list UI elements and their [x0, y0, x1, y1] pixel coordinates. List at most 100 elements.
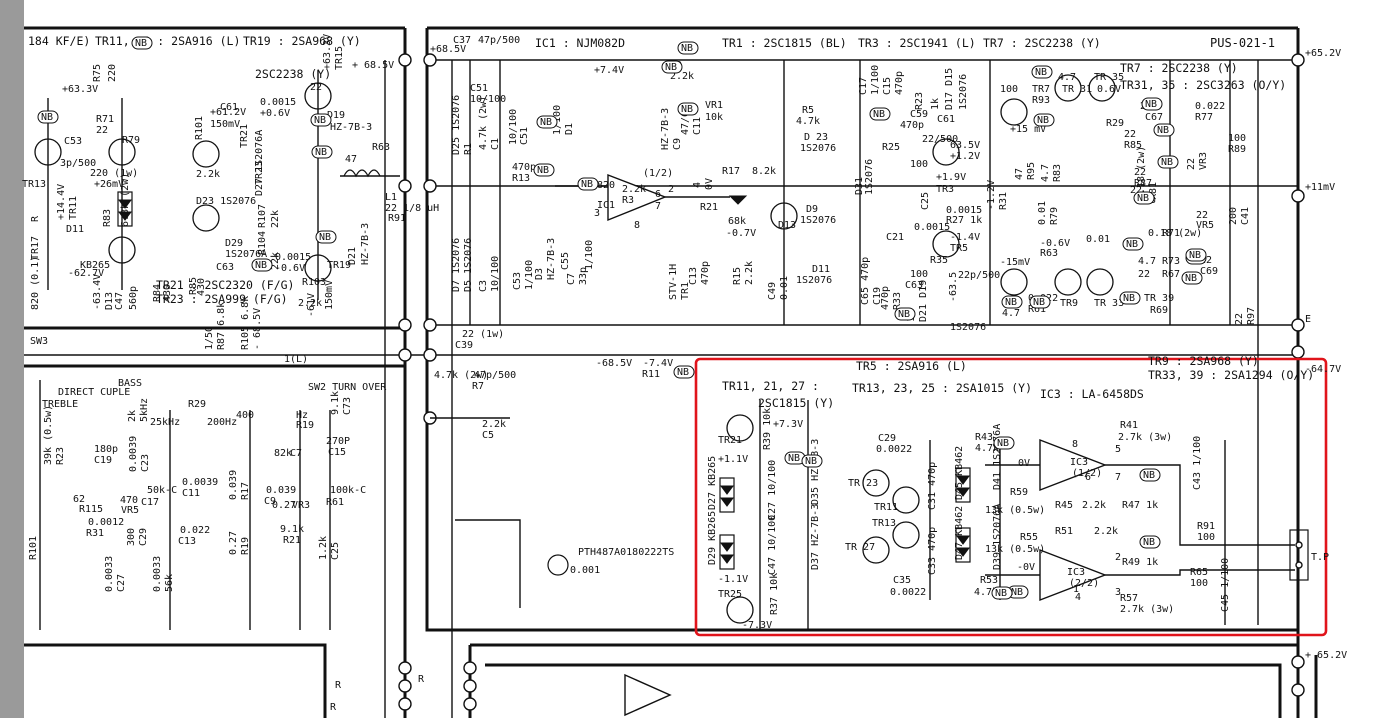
component-label: 100 — [1000, 84, 1018, 95]
nb-tag-outline — [310, 113, 332, 127]
component-label: C29 — [138, 528, 149, 546]
component-label: 10k — [705, 112, 723, 123]
component-label: 6 — [655, 189, 661, 200]
nb-tag-outline — [37, 110, 59, 124]
component-label: R — [418, 674, 425, 685]
component-label: R85 — [1124, 140, 1142, 151]
component-label: 2.2k — [298, 298, 322, 309]
highlight-label: R51 — [1055, 526, 1073, 537]
nb-tag: NB — [1143, 470, 1155, 481]
component-label: R104 — [257, 231, 268, 255]
component-label: C61 — [937, 114, 955, 125]
highlight-label: R43 — [975, 432, 993, 443]
component-label: -1.2V — [986, 180, 997, 210]
diode-pairs — [117, 191, 971, 570]
highlight-label: D45 KB462 — [954, 446, 965, 500]
component-label: 0.039 — [228, 470, 239, 500]
component-label: 8 — [634, 220, 640, 231]
highlight-label: D35 HZ-7B-3 — [810, 439, 821, 505]
component-label: 4.7k — [796, 116, 820, 127]
component-label: R97 — [1246, 307, 1257, 325]
component-label: 33p — [578, 267, 589, 285]
highlight-label: R49 1k — [1122, 557, 1158, 568]
nb-tag: NB — [1145, 99, 1157, 110]
highlight-label: D37 HZ-7B-3 — [810, 504, 821, 570]
nb-tag: NB — [1126, 239, 1138, 250]
nb-tag: NB — [1161, 157, 1173, 168]
component-label: 4.7 — [1058, 72, 1076, 83]
highlight-label: 3 — [1115, 587, 1121, 598]
nb-tag-outline — [1139, 468, 1161, 482]
nb-tag: NB — [1033, 297, 1045, 308]
nb-tag-outline — [1141, 97, 1163, 111]
component-label: D29 — [225, 238, 243, 249]
component-label: TR9 — [1060, 298, 1078, 309]
component-label: 22 — [96, 125, 108, 136]
component-label: 9.1k — [280, 524, 304, 535]
component-label: 68k — [728, 216, 746, 227]
nb-tag-outline — [801, 454, 823, 468]
component-label: R61 — [326, 497, 344, 508]
component-label: D25 1S2076 — [451, 95, 462, 155]
nb-tag: NB — [540, 117, 552, 128]
component-label: -63.4V — [92, 274, 103, 310]
nb-tag: NB — [677, 367, 689, 378]
component-label: 470p — [880, 286, 891, 310]
component-label: C11 — [182, 488, 200, 499]
component-label: TR 35 — [1094, 72, 1124, 83]
component-label: R81 — [1148, 182, 1159, 200]
component-label: 1/50 — [204, 326, 215, 350]
component-label: 10/100 — [490, 256, 501, 292]
component-label: +63.3V — [322, 34, 333, 70]
component-label: R77 — [1195, 112, 1213, 123]
component-label: C21 — [886, 232, 904, 243]
component-label: TREBLE — [42, 399, 78, 410]
component-label: R35 — [930, 255, 948, 266]
component-label: 22 1/8 uH — [385, 203, 439, 214]
component-label: 5kHz — [139, 398, 150, 422]
component-label: HZ-7B-3 — [546, 238, 557, 280]
highlight-label: R59 — [1010, 487, 1028, 498]
component-label: TR 33 — [1094, 298, 1124, 309]
component-label: +68.5V — [430, 44, 466, 55]
component-label: + 68.5V — [352, 60, 394, 71]
nb-tag-outline — [894, 307, 916, 321]
nb-tag: NB — [1143, 537, 1155, 548]
component-label: 1S2076 — [950, 322, 986, 333]
component-label: 0.27 — [272, 500, 296, 511]
component-label: VR1 — [705, 100, 723, 111]
component-label: R89 — [1228, 144, 1246, 155]
highlight-label: R45 — [1055, 500, 1073, 511]
component-label: C63 — [905, 280, 923, 291]
component-label: 3p/500 — [60, 158, 96, 169]
highlight-label: TR 23 — [848, 478, 878, 489]
highlight-label: C35 — [893, 575, 911, 586]
highlight-label: IC3 — [1067, 567, 1085, 578]
component-label: 820 — [597, 180, 615, 191]
nb-tag: NB — [537, 165, 549, 176]
op-amps — [607, 173, 1107, 717]
nb-tag: NB — [41, 112, 53, 123]
component-label: TR7 — [1032, 84, 1050, 95]
component-label: 0.0012 — [88, 517, 124, 528]
nb-tag: NB — [1035, 67, 1047, 78]
component-label: R83 — [1052, 164, 1063, 182]
component-label: 22 — [310, 82, 322, 93]
component-label: 1S2076 — [800, 143, 836, 154]
component-label: R11 — [642, 369, 660, 380]
component-label: 4.7k (2w) — [478, 96, 489, 150]
highlight-label: TR13 — [872, 518, 896, 529]
component-label: (1/2) — [643, 168, 673, 179]
component-label: 50k-C — [147, 485, 177, 496]
highlight-label: 2.7k (3w) — [1118, 432, 1172, 443]
highlight-label: 13k (0.5w) — [985, 544, 1045, 555]
component-label: 0.01 — [1037, 201, 1048, 225]
component-label: C47 — [114, 292, 125, 310]
component-label: D 23 — [804, 132, 828, 143]
component-label: 820 (0.1) — [30, 256, 41, 310]
component-label: 4 — [692, 182, 703, 188]
component-label: R87 6.8k — [216, 302, 227, 350]
component-label: 1/100 — [584, 240, 595, 270]
component-label: D9 — [806, 204, 818, 215]
